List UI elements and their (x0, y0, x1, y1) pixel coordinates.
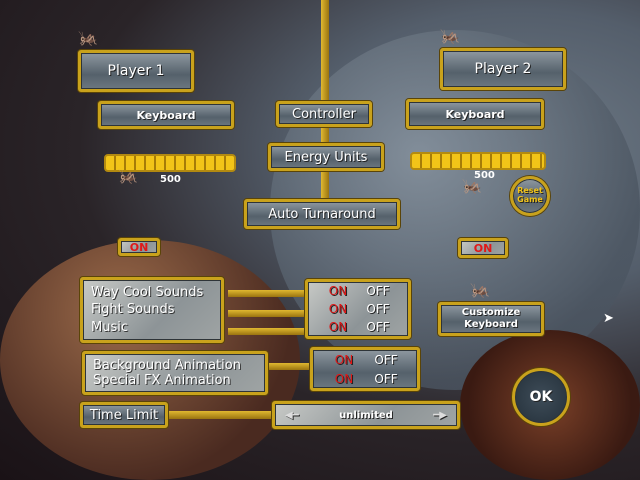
frog-icon: 🦗 (78, 28, 98, 47)
energy-units-label: Energy Units (268, 143, 384, 171)
customize-keyboard-button[interactable]: Customize Keyboard (438, 302, 544, 336)
pipe (228, 328, 304, 335)
fight-sounds-off[interactable]: OFF (366, 302, 390, 316)
fight-sounds-label: Fight Sounds (91, 302, 175, 318)
special-fx-animation-on[interactable]: ON (334, 371, 354, 386)
frog-icon: 🦗 (462, 176, 482, 195)
background-animation-on[interactable]: ON (334, 352, 354, 367)
player2-auto-turnaround-value: ON (473, 241, 493, 255)
time-limit-text: Time Limit (89, 407, 159, 423)
player1-auto-turnaround-toggle[interactable]: ON (118, 238, 160, 256)
player2-title-text: Player 2 (474, 61, 532, 77)
auto-turnaround-label: Auto Turnaround (244, 199, 400, 229)
pipe (321, 0, 329, 200)
music-on[interactable]: ON (328, 320, 348, 334)
customize-keyboard-label: Customize Keyboard (461, 307, 521, 330)
player2-energy-bar[interactable] (410, 152, 546, 170)
special-fx-animation-label: Special FX Animation (93, 373, 231, 388)
animation-labels: Background Animation Special FX Animatio… (82, 351, 268, 395)
background-animation-off[interactable]: OFF (374, 352, 398, 367)
reset-game-label: Reset Game (517, 186, 543, 204)
controller-text: Controller (292, 106, 356, 122)
sounds-toggles: ON OFF ON OFF ON OFF (305, 279, 411, 339)
background-animation-label: Background Animation (93, 358, 241, 373)
time-limit-value: unlimited (339, 409, 393, 421)
frog-icon: 🦗 (440, 26, 460, 45)
sounds-labels: Way Cool Sounds Fight Sounds Music (80, 277, 224, 343)
player1-input-text: Keyboard (136, 108, 196, 122)
way-cool-sounds-label: Way Cool Sounds (91, 285, 204, 301)
pipe (168, 411, 272, 419)
ok-button[interactable]: OK (512, 368, 570, 426)
way-cool-sounds-off[interactable]: OFF (366, 284, 390, 298)
pipe (268, 363, 310, 370)
player1-auto-turnaround-value: ON (129, 240, 149, 254)
player1-energy-value: 500 (160, 174, 181, 185)
player2-input-select[interactable]: Keyboard (406, 99, 544, 129)
pipe (228, 290, 304, 297)
cursor-icon: ➤ (603, 311, 614, 326)
music-label: Music (91, 319, 128, 335)
frog-icon: 🦗 (470, 280, 490, 299)
player1-title: Player 1 (78, 50, 194, 92)
frog-icon: 🦗 (118, 166, 138, 185)
controller-label: Controller (276, 101, 372, 127)
reset-game-button[interactable]: Reset Game (510, 176, 550, 216)
arrow-left-icon[interactable]: ◀━ (285, 409, 299, 421)
arrow-right-icon[interactable]: ━▶ (433, 409, 447, 421)
player2-title: Player 2 (440, 48, 566, 90)
player2-input-text: Keyboard (445, 107, 505, 121)
auto-turnaround-text: Auto Turnaround (268, 206, 376, 222)
fight-sounds-on[interactable]: ON (328, 302, 348, 316)
time-limit-label: Time Limit (80, 402, 168, 428)
way-cool-sounds-on[interactable]: ON (328, 284, 348, 298)
player1-energy-bar[interactable] (104, 154, 236, 172)
player2-auto-turnaround-toggle[interactable]: ON (458, 238, 508, 258)
pipe (228, 310, 304, 317)
ok-label: OK (529, 389, 553, 405)
player2-energy-value: 500 (474, 170, 495, 181)
animation-toggles: ON OFF ON OFF (310, 347, 420, 391)
player1-input-select[interactable]: Keyboard (98, 101, 234, 129)
music-off[interactable]: OFF (366, 320, 390, 334)
player1-title-text: Player 1 (107, 63, 165, 79)
time-limit-selector[interactable]: ◀━ unlimited ━▶ (272, 401, 460, 429)
special-fx-animation-off[interactable]: OFF (374, 371, 398, 386)
energy-units-text: Energy Units (284, 149, 368, 165)
